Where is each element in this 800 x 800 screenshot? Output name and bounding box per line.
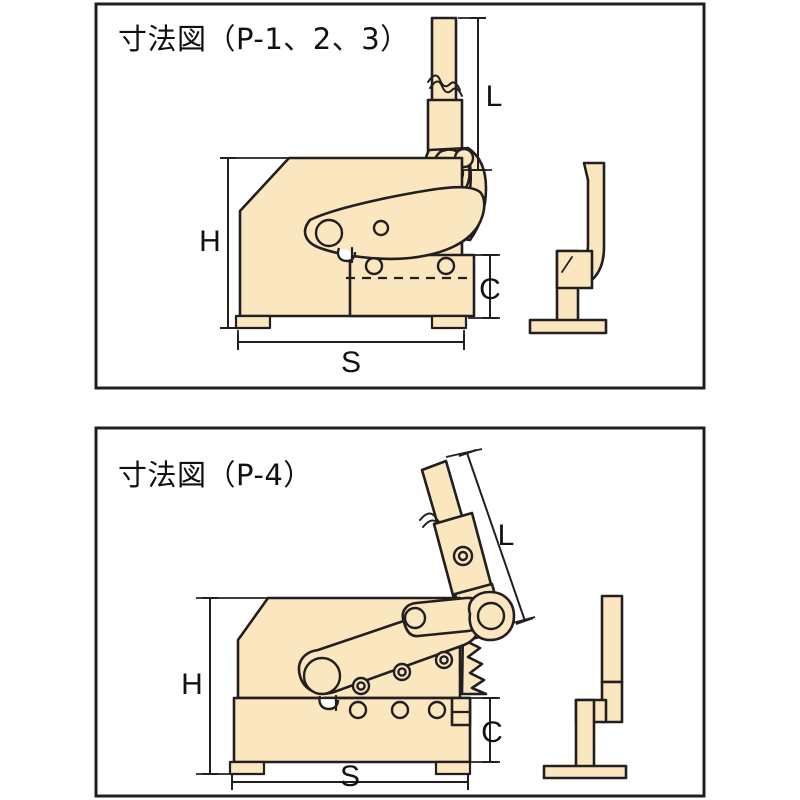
side-view-p4: [542, 594, 628, 780]
dimension-label-H: H: [199, 225, 221, 258]
dimension-S-p4: S: [231, 760, 469, 793]
dimension-L-p123: L: [458, 17, 503, 171]
collar-bolt-center: [457, 550, 469, 562]
blade-arm-p123: [303, 185, 486, 264]
table-bolt-hole: [436, 256, 456, 276]
side-view-p123: [528, 161, 608, 335]
dimension-L-p4: L: [445, 448, 536, 626]
dimension-C-p4: C: [468, 697, 503, 763]
arm-bolt-center: [439, 655, 449, 665]
dimension-label-C: C: [481, 716, 503, 749]
dimension-label-H: H: [181, 668, 203, 701]
base-feet-p123: [234, 314, 468, 330]
arm-bolt-hole: [372, 219, 390, 237]
blade-arm-p4: [238, 590, 516, 712]
dimension-label-S: S: [341, 346, 361, 379]
dimension-label-L: L: [486, 80, 503, 113]
base-feet-p4: [228, 760, 472, 776]
base-bolt-hole: [427, 700, 447, 720]
base-bolt-hole: [348, 700, 368, 720]
dimension-H-p4: H: [181, 597, 272, 775]
dimension-H-p123: H: [199, 157, 292, 329]
dimension-label-S: S: [340, 760, 360, 793]
dimension-S-p123: S: [237, 330, 465, 379]
link-pivot-hole: [403, 606, 427, 630]
arm-bolt-center: [397, 667, 407, 677]
arm-pivot-hole: [314, 218, 344, 248]
dimension-label-L: L: [498, 519, 515, 552]
dimension-label-C: C: [479, 273, 501, 306]
panel-title-p4: 寸法図（P-4）: [118, 458, 313, 492]
lever-handle-p123: [426, 16, 464, 154]
arm-bolt-center: [356, 681, 366, 691]
dimension-C-p123: C: [468, 254, 501, 319]
base-bolt-hole: [390, 700, 410, 720]
table-bolt-hole: [364, 256, 384, 276]
panel-title-p123: 寸法図（P-1、2、3）: [118, 22, 410, 56]
main-pivot-hole: [476, 601, 506, 631]
arm-pivot-hole: [302, 656, 342, 696]
